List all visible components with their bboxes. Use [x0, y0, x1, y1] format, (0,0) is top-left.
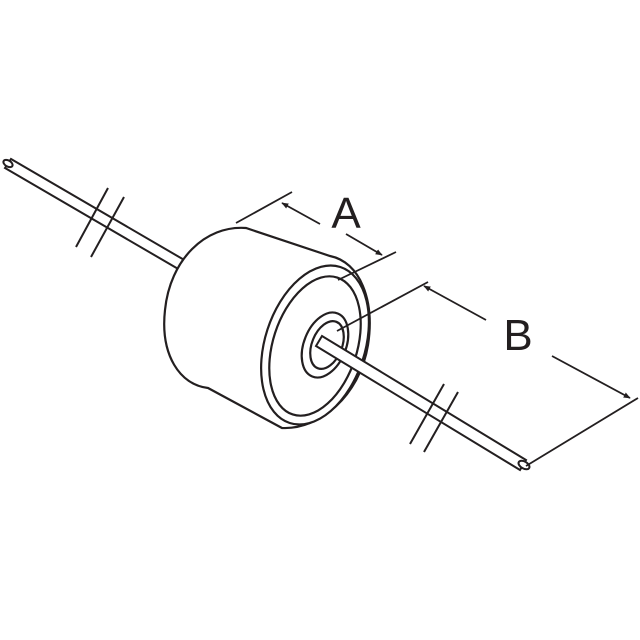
dimension-a-label: A: [331, 189, 361, 238]
right-lead-break-mark: [409, 383, 459, 453]
dimension-a-arrow-bottom: [345, 233, 383, 256]
dimension-a-extension-right: [337, 251, 397, 281]
dimension-b: [336, 281, 639, 467]
dimension-a-arrow-top: [281, 202, 321, 225]
dimension-a-extension-left: [235, 191, 293, 224]
right-lead: [314, 334, 531, 472]
dimension-b-label: B: [503, 311, 532, 360]
dimension-b-extension-right: [525, 397, 639, 467]
bead-body: [163, 226, 371, 430]
dimension-a: [235, 191, 397, 281]
dimension-b-arrow-right: [551, 355, 631, 399]
left-lead-break-mark: [75, 187, 125, 258]
dimension-b-arrow-left: [423, 285, 487, 321]
dimension-b-extension-left: [336, 281, 429, 332]
